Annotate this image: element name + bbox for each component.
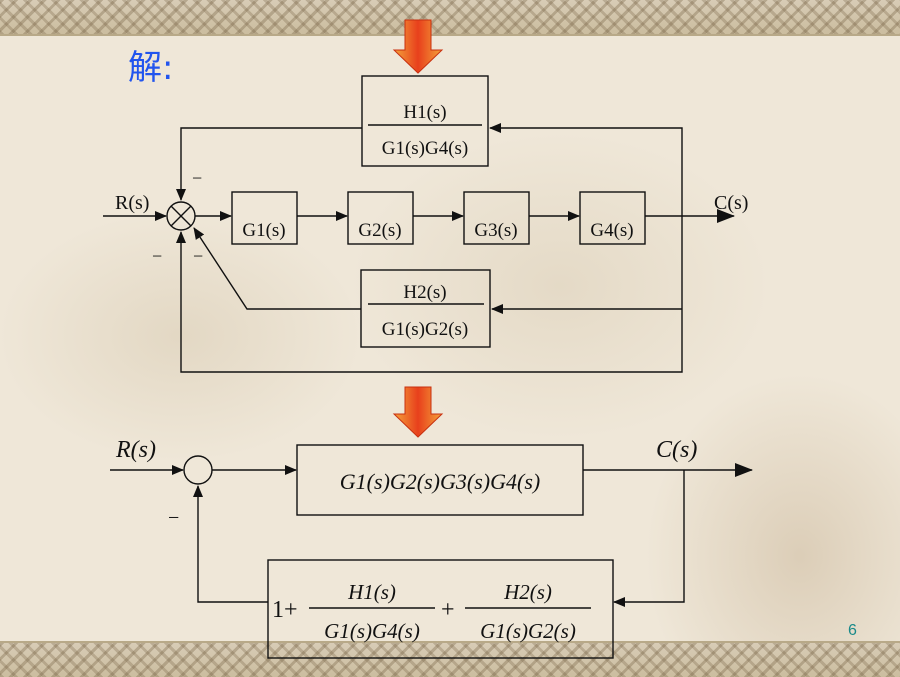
transform-arrow-middle	[392, 386, 444, 438]
feedback-prefix: 1+	[272, 597, 298, 623]
block-h1-feedback	[361, 75, 489, 167]
term1-denominator: G1(s)G4(s)	[324, 619, 420, 643]
block-forward-combined	[296, 444, 584, 516]
term1-numerator: H1(s)	[347, 580, 396, 604]
original-block-diagram: R(s) − − − G1(s) G2(s) G3(s) G4(s) C(s) …	[103, 75, 748, 373]
block-g2	[347, 191, 414, 245]
sign-top: −	[192, 168, 202, 188]
h2-numerator: H2(s)	[403, 282, 446, 303]
bottom-sign: −	[168, 507, 179, 529]
sign-left: −	[152, 246, 162, 266]
block-g3-label: G3(s)	[474, 220, 517, 241]
page-number: 6	[848, 622, 857, 639]
sign-right: −	[193, 246, 203, 266]
h2-denominator: G1(s)G2(s)	[382, 319, 469, 340]
term2-numerator: H2(s)	[503, 580, 552, 604]
top-input-label: R(s)	[115, 192, 149, 214]
block-g2-label: G2(s)	[358, 220, 401, 241]
background-texture	[0, 36, 900, 641]
block-feedback-combined	[267, 559, 614, 659]
block-g1-label: G1(s)	[242, 220, 285, 241]
decorative-border-bottom	[0, 641, 900, 677]
h1-numerator: H1(s)	[403, 102, 446, 123]
feedback-plus: +	[441, 597, 455, 623]
term2-denominator: G1(s)G2(s)	[480, 619, 576, 643]
simplified-block-diagram: R(s) G1(s)G2(s)G3(s)G4(s) C(s) − 1+ H1(s…	[110, 437, 753, 659]
block-g4	[579, 191, 646, 245]
solution-label: 解:	[128, 48, 174, 88]
top-output-label: C(s)	[714, 192, 748, 214]
decorative-border-top	[0, 0, 900, 36]
block-g3	[463, 191, 530, 245]
forward-combined-label: G1(s)G2(s)G3(s)G4(s)	[340, 469, 540, 494]
h1-denominator: G1(s)G4(s)	[382, 138, 469, 159]
bottom-input-label: R(s)	[115, 437, 156, 463]
transform-arrow-top	[392, 19, 444, 74]
bottom-summing-junction	[183, 455, 213, 485]
bottom-output-label: C(s)	[656, 437, 697, 463]
block-g4-label: G4(s)	[590, 220, 633, 241]
block-g1	[231, 191, 298, 245]
